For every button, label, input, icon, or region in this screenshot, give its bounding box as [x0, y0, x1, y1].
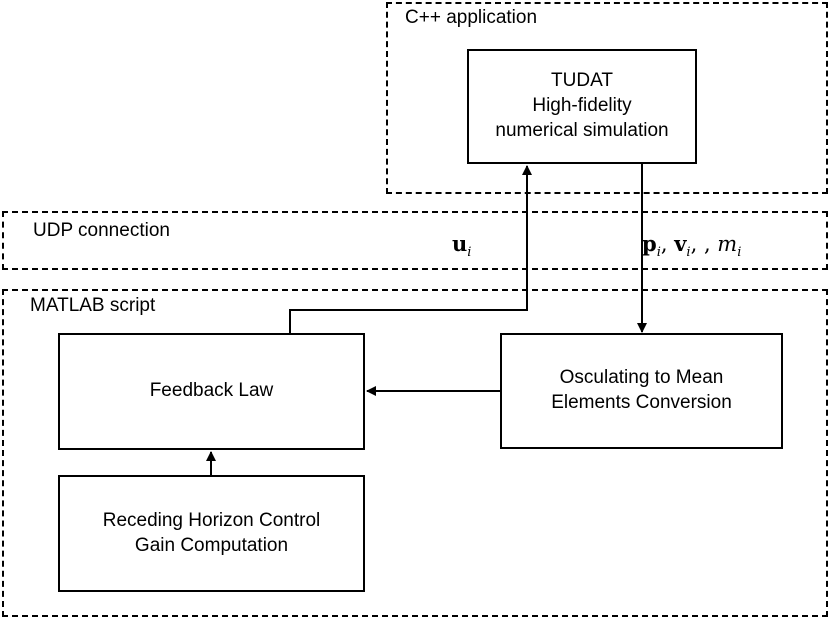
cpp-application-group: [386, 2, 828, 194]
osculating-line-1: Osculating to Mean: [559, 367, 724, 389]
receding-line-1: Receding Horizon Control: [102, 509, 321, 531]
osculating-line-2: Elements Conversion: [551, 392, 732, 413]
receding-line-2: Gain Computation: [134, 534, 289, 556]
control-signal-label: ui: [452, 231, 472, 261]
tudat-subtitle-line-1: High-fidelity: [532, 95, 632, 117]
matlab-script-label: MATLAB script: [30, 295, 156, 316]
receding-horizon-block: Receding Horizon Control Gain Computatio…: [58, 475, 365, 592]
udp-connection-label: UDP connection: [33, 220, 170, 241]
feedback-law-block: Feedback Law: [58, 333, 365, 450]
cpp-application-label: C++ application: [405, 7, 538, 28]
tudat-title: TUDAT: [551, 70, 613, 92]
feedback-law-label: Feedback Law: [149, 380, 274, 402]
osculating-to-mean-block: Osculating to Mean Elements Conversion: [500, 333, 783, 449]
tudat-simulation-block: TUDAT High-fidelity numerical simulation: [467, 49, 697, 164]
tudat-subtitle-line-2: numerical simulation: [495, 119, 669, 141]
state-signal-label: pi, vi, , mi: [642, 231, 742, 261]
